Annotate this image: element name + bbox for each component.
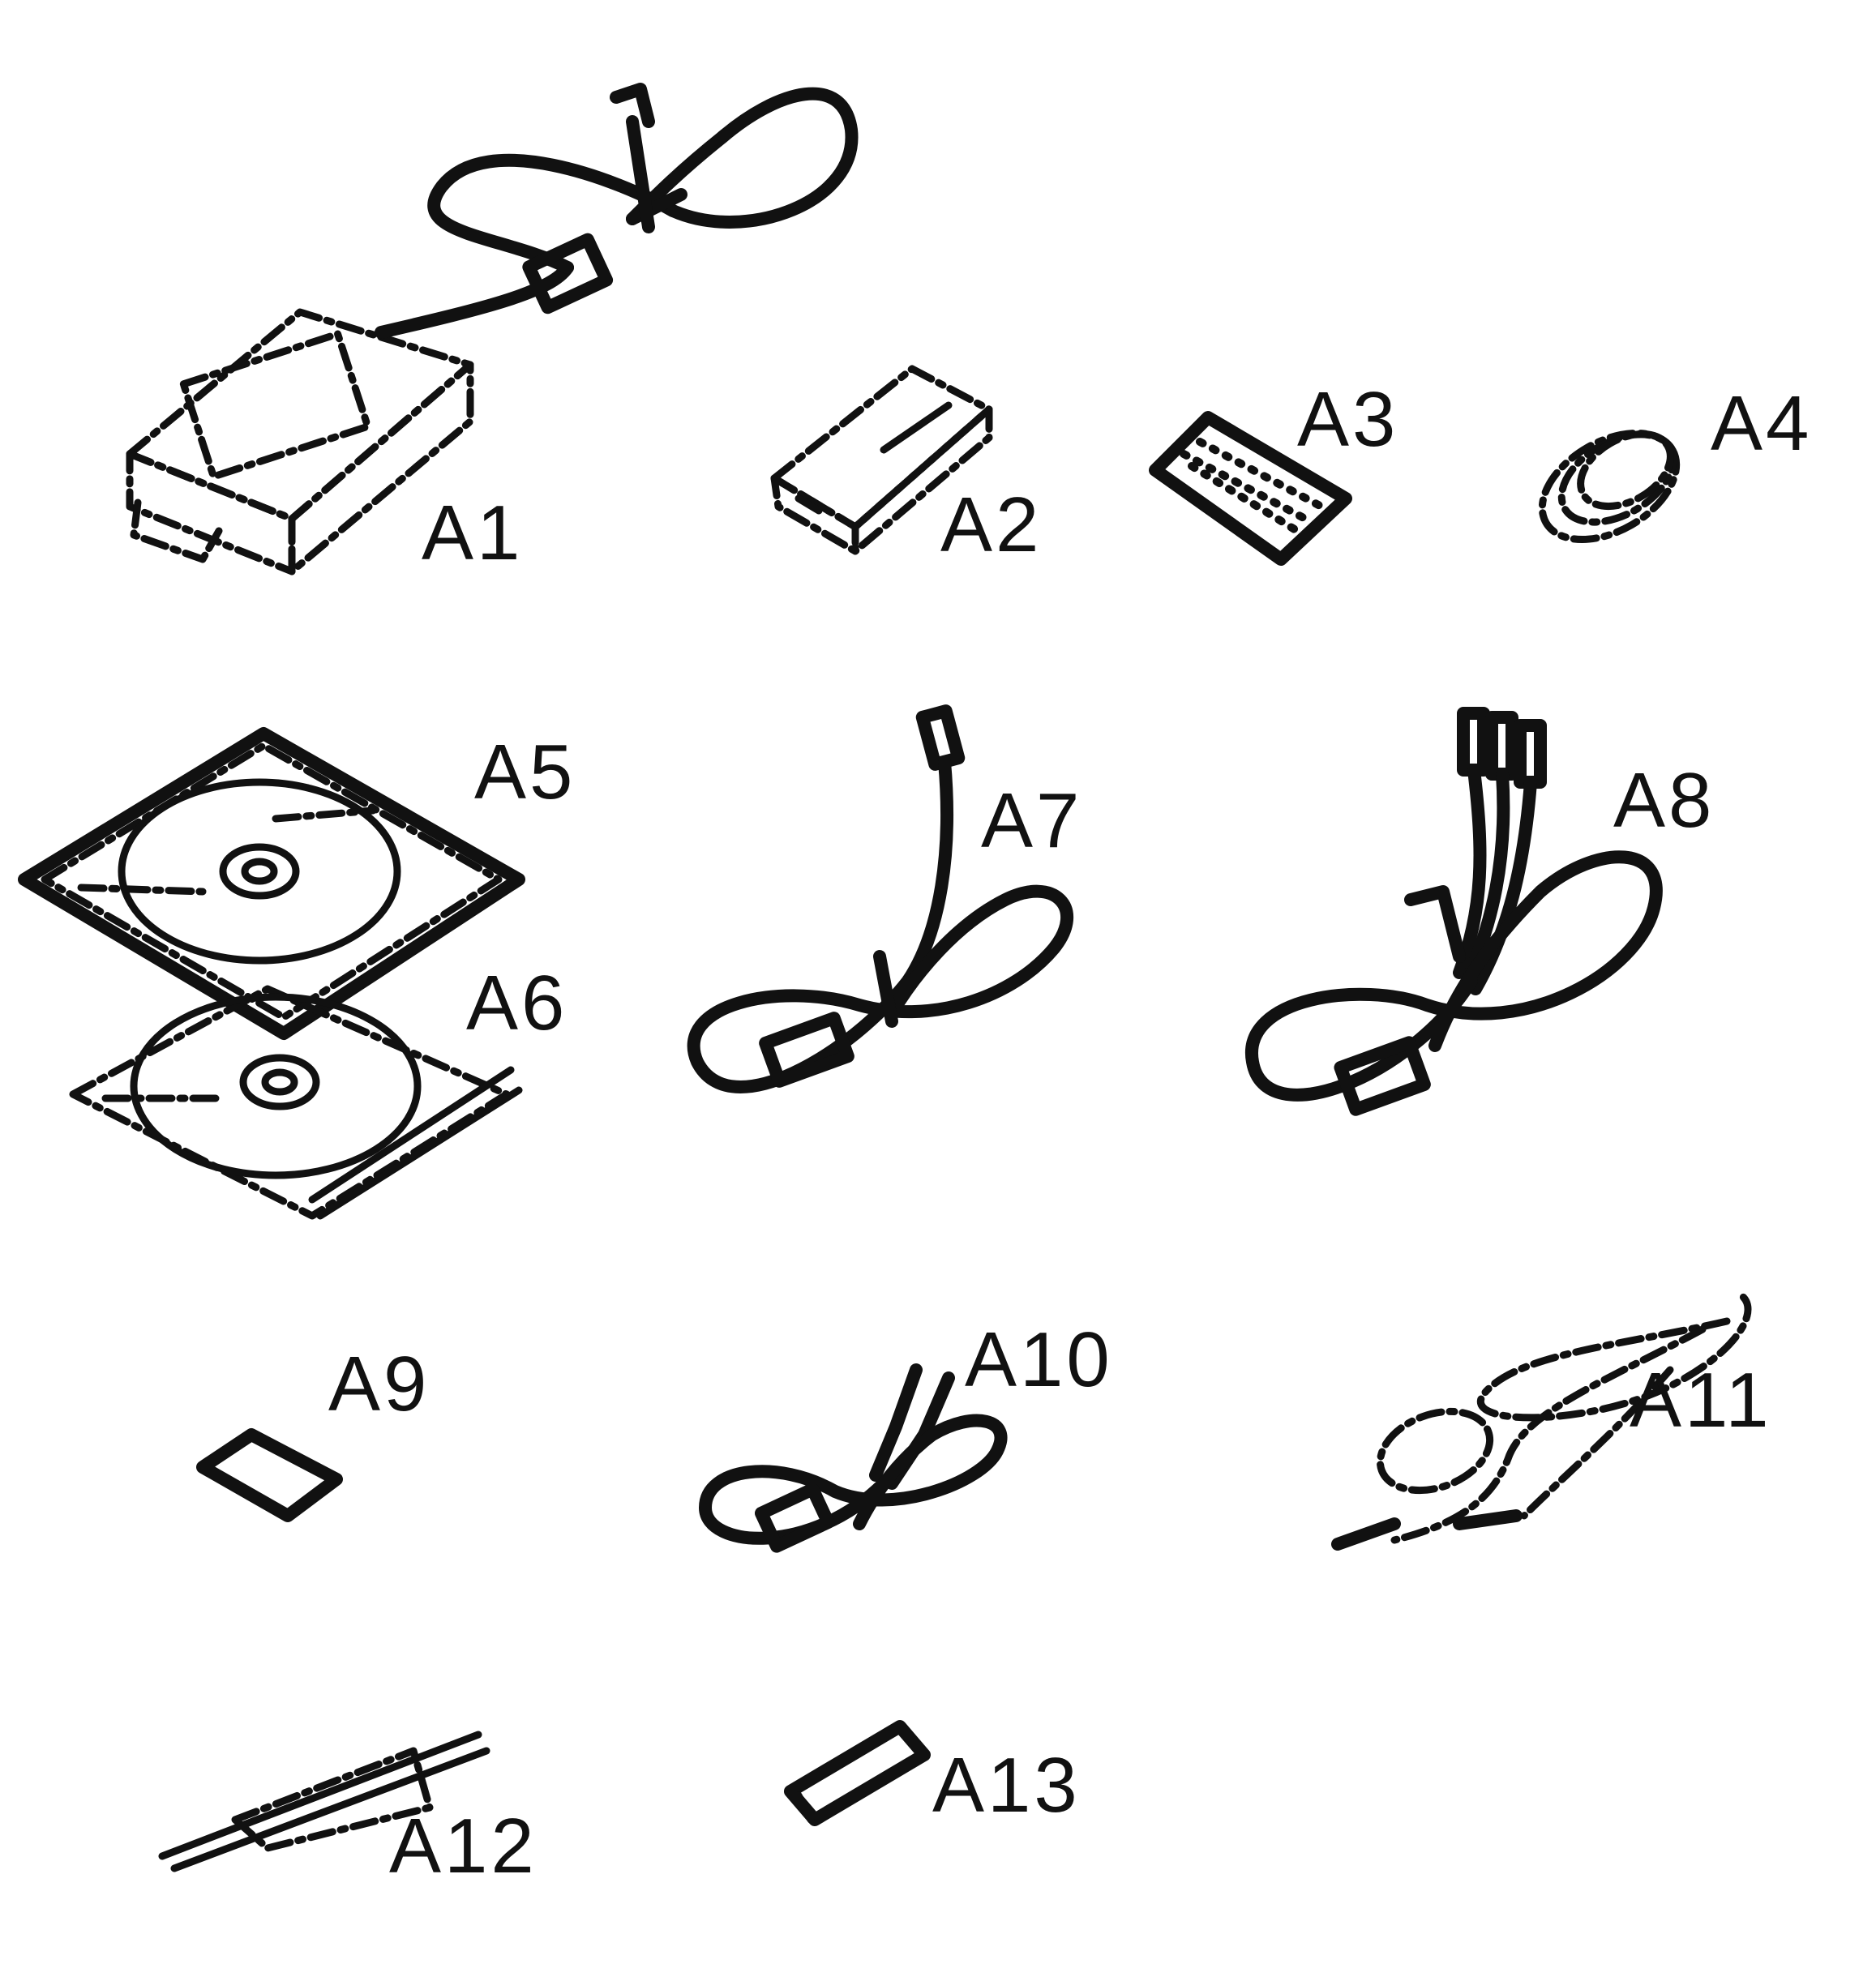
label-a6: A6 <box>466 960 568 1046</box>
part-a3-remote-control: A3 <box>1149 376 1398 566</box>
part-a12-strip: A12 <box>158 1731 538 1889</box>
label-a3: A3 <box>1297 376 1398 463</box>
part-a11-audio-cable: A11 <box>1331 1293 1772 1551</box>
part-a10-stereo-cable: A10 <box>699 1316 1113 1553</box>
part-a2-adapter: A2 <box>770 365 1042 568</box>
label-a5: A5 <box>474 729 576 815</box>
label-a2: A2 <box>940 481 1042 568</box>
part-a13-connector: A13 <box>784 1720 1081 1829</box>
part-a7-usb-cable: A7 <box>687 704 1082 1093</box>
part-a9-memory-card: A9 <box>196 1341 430 1522</box>
part-a1-main-unit: A1 <box>126 83 859 576</box>
label-a8: A8 <box>1613 757 1715 844</box>
label-a7: A7 <box>981 777 1082 864</box>
label-a13: A13 <box>932 1742 1081 1829</box>
label-a9: A9 <box>328 1341 430 1427</box>
part-a5-cd-case: A5 <box>18 727 576 1040</box>
label-a4: A4 <box>1711 380 1812 467</box>
part-a4-coiled-cable: A4 <box>1538 380 1812 544</box>
label-a1: A1 <box>422 490 523 576</box>
label-a10: A10 <box>965 1316 1113 1403</box>
label-a11: A11 <box>1630 1357 1772 1444</box>
part-a8-av-cable: A8 <box>1245 707 1715 1116</box>
part-a6-cd-sleeve: A6 <box>69 960 568 1220</box>
label-a12: A12 <box>389 1803 538 1889</box>
